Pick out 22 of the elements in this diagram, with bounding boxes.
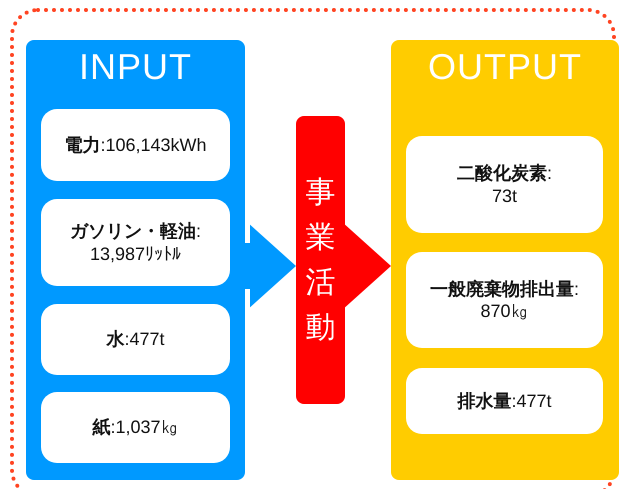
item-label: 紙:1,037㎏: [92, 416, 179, 439]
item-card: [41, 199, 230, 286]
item-label: 排水量:477t: [457, 390, 552, 412]
panel-title: OUTPUT: [428, 46, 582, 88]
item-label: ガソリン・軽油:13,987ﾘｯﾄﾙ: [70, 220, 201, 265]
item-label: 一般廃棄物排出量:870㎏: [430, 278, 579, 322]
item-card: [406, 136, 603, 233]
block-arrow: [345, 224, 391, 308]
item-card: [406, 368, 603, 434]
column-panel: [26, 40, 245, 480]
process-bar: [296, 116, 345, 404]
item-card: [406, 252, 603, 348]
item-card: [41, 392, 230, 463]
block-arrow: [245, 224, 296, 308]
item-label: 水:477t: [106, 328, 165, 351]
item-label: 二酸化炭素:73t: [456, 162, 552, 207]
column-panel: [391, 40, 619, 480]
item-card: [41, 109, 230, 181]
item-card: [41, 304, 230, 375]
panel-title: INPUT: [79, 46, 192, 88]
process-label: 事業活動: [306, 174, 336, 347]
item-label: 電力:106,143kWh: [64, 134, 207, 156]
